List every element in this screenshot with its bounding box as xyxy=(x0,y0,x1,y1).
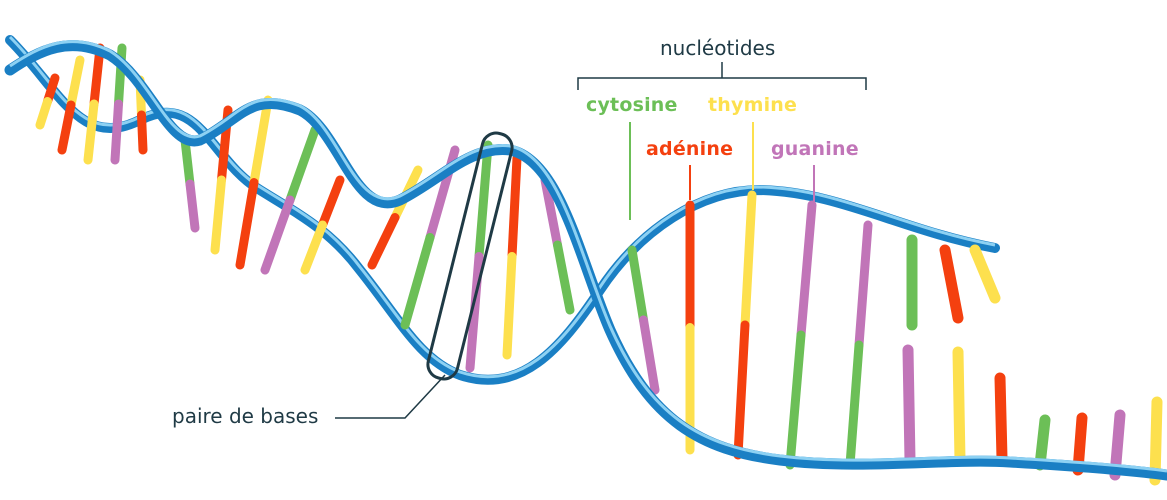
rung-9-bottom xyxy=(305,225,323,270)
rung-4-bottom xyxy=(142,115,144,150)
rung-19-bottom xyxy=(850,345,859,465)
back-strand xyxy=(10,37,995,380)
rung-12-top xyxy=(479,145,488,257)
free-nucleotide-5 xyxy=(1000,378,1002,458)
rung-19-top xyxy=(859,225,868,345)
rung-8-bottom xyxy=(265,200,290,270)
rung-1-top xyxy=(71,60,80,105)
base-pair-label: paire de bases xyxy=(172,404,318,428)
thymine-label: thymine xyxy=(708,94,797,116)
rung-6-bottom xyxy=(215,180,222,250)
rung-2-top xyxy=(94,48,100,104)
rung-18-top xyxy=(801,205,812,335)
rung-13-top xyxy=(512,158,517,257)
rung-2-bottom xyxy=(88,104,94,160)
rung-8-top xyxy=(290,130,315,200)
rung-5-top xyxy=(185,140,190,184)
guanine-label: guanine xyxy=(771,138,859,160)
pointer-lines xyxy=(630,122,814,220)
base-pair-pointer xyxy=(335,375,445,418)
rung-5-bottom xyxy=(190,184,195,228)
rung-1-bottom xyxy=(62,105,71,150)
nucleotides-label: nucléotides xyxy=(660,36,775,60)
rung-18-bottom xyxy=(790,335,801,465)
rung-7-top xyxy=(254,100,268,183)
cytosine-label: cytosine xyxy=(586,94,678,116)
rung-10-bottom xyxy=(372,218,395,266)
rung-14-bottom xyxy=(558,245,571,310)
rung-17-bottom xyxy=(738,325,745,455)
nucleotides-bracket xyxy=(578,62,866,90)
adenine-label: adénine xyxy=(646,138,733,160)
rung-15-bottom xyxy=(644,320,656,390)
rung-9-top xyxy=(323,180,341,225)
rung-15-top xyxy=(632,250,644,320)
free-nucleotide-3 xyxy=(908,350,910,460)
rung-11-bottom xyxy=(405,238,430,326)
free-nucleotide-1 xyxy=(945,250,958,318)
free-nucleotide-4 xyxy=(958,352,960,460)
rung-0-bottom xyxy=(40,102,48,126)
free-nucleotide-6 xyxy=(1040,420,1045,465)
rung-13-bottom xyxy=(507,257,512,356)
rung-3-bottom xyxy=(115,104,119,160)
free-nucleotide-2 xyxy=(975,250,995,298)
rung-17-top xyxy=(745,195,752,325)
rung-7-bottom xyxy=(240,183,254,266)
